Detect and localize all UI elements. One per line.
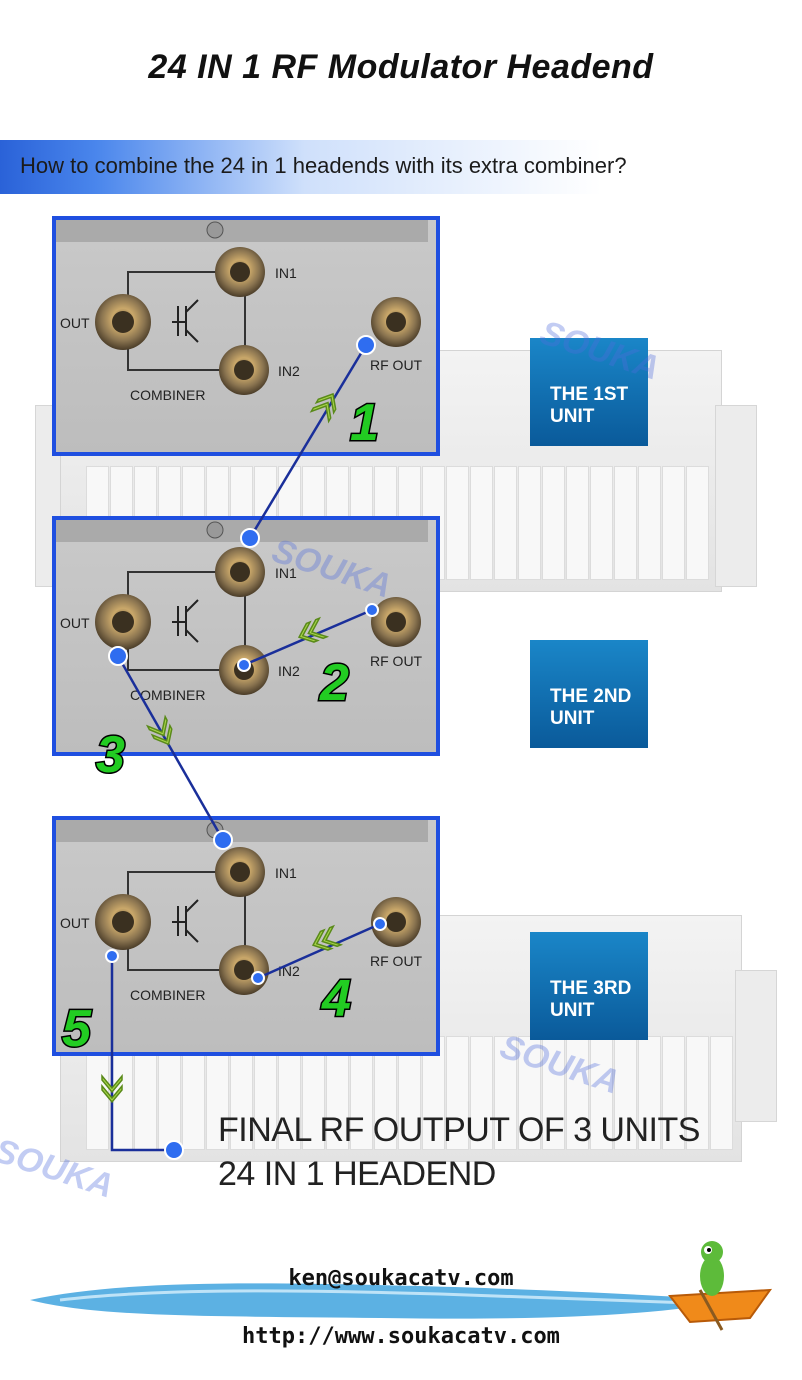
- endpoint-dot: [105, 949, 119, 963]
- rack-slot: [638, 466, 661, 580]
- rack-slot: [614, 466, 637, 580]
- rack-slot: [590, 466, 613, 580]
- endpoint-dot: [213, 830, 233, 850]
- combiner-schematic-lines: [127, 271, 246, 371]
- in1-label: IN1: [275, 265, 297, 281]
- rf-out-label: RF OUT: [370, 653, 423, 669]
- mascot-boat-icon: [668, 1241, 773, 1331]
- rack-slot: [566, 466, 589, 580]
- step-number-1: 1: [350, 394, 379, 452]
- endpoint-dot: [164, 1140, 184, 1160]
- step-number-5: 5: [62, 1000, 92, 1058]
- watermark-text: SOUKA: [0, 1131, 118, 1205]
- question-banner: How to combine the 24 in 1 headends with…: [0, 140, 802, 194]
- rack-slot: [518, 466, 541, 580]
- screw-icon: [206, 221, 224, 239]
- page-title: 24 IN 1 RF Modulator Headend: [148, 48, 654, 86]
- watermark-text: SOUKA: [496, 1027, 625, 1101]
- cable-step-1: [248, 344, 368, 539]
- endpoint-dot: [365, 603, 379, 617]
- combiner-label: COMBINER: [130, 687, 205, 703]
- rack-slot: [446, 466, 469, 580]
- rack-slot: [638, 1036, 661, 1150]
- rack-slot: [470, 466, 493, 580]
- panel-2-graphics: IN1 IN2 OUT RF OUT COMBINER: [56, 520, 428, 703]
- cable-endpoints: [105, 335, 387, 1160]
- chevron-arrow-icon: [311, 924, 344, 951]
- endpoint-dot: [237, 658, 251, 672]
- unit-badge-2: THE 2ND UNIT: [530, 640, 648, 748]
- contact-email: ken@soukacatv.com: [288, 1266, 514, 1291]
- panel-top-edge: [56, 220, 428, 242]
- combiner-symbol-icon: [172, 899, 199, 943]
- contact-website: http://www.soukacatv.com: [242, 1324, 560, 1349]
- endpoint-dot: [251, 971, 265, 985]
- in1-label: IN1: [275, 565, 297, 581]
- unit-badge-label: THE 1ST UNIT: [550, 384, 629, 427]
- combiner-symbol-icon: [172, 299, 199, 343]
- rf-out-label: RF OUT: [370, 357, 423, 373]
- endpoint-dot: [240, 528, 260, 548]
- in1-label: IN1: [275, 865, 297, 881]
- watermark-text: SOUKA: [268, 531, 397, 605]
- unit-badge-label: THE 3RD UNIT: [550, 978, 632, 1021]
- step-number-3: 3: [96, 726, 125, 784]
- step-number-2: 2: [319, 654, 349, 712]
- final-output-line2: 24 IN 1 HEADEND: [218, 1155, 496, 1193]
- in2-label: IN2: [278, 363, 300, 379]
- rack-ear-right: [715, 405, 757, 587]
- final-output-line1: FINAL RF OUTPUT OF 3 UNITS: [218, 1111, 700, 1149]
- in2-label: IN2: [278, 663, 300, 679]
- endpoint-dot: [356, 335, 376, 355]
- rack-slot: [686, 1036, 709, 1150]
- step-number-4: 4: [321, 970, 351, 1028]
- out-label: OUT: [60, 915, 90, 931]
- screw-icon: [206, 521, 224, 539]
- rack-slot: [662, 466, 685, 580]
- step-numbers: 1 2 3 4 5: [61, 393, 381, 1060]
- rack-slot: [494, 1036, 517, 1150]
- watermark-text: SOUKA: [536, 313, 665, 387]
- out-label: OUT: [60, 615, 90, 631]
- rf-out-label: RF OUT: [370, 953, 423, 969]
- cable-lines: [110, 344, 381, 1152]
- question-text: How to combine the 24 in 1 headends with…: [20, 153, 627, 178]
- endpoint-dot: [108, 646, 128, 666]
- rack-slot: [518, 1036, 541, 1150]
- panel-1-graphics: IN1 IN2 OUT RF OUT COMBINER: [56, 220, 428, 403]
- cable-step-3: [116, 655, 225, 841]
- combiner-label: COMBINER: [130, 387, 205, 403]
- unit-badge-3: THE 3RD UNIT: [530, 932, 648, 1040]
- rack-ear-right-lower: [735, 970, 777, 1122]
- rack-slot: [710, 1036, 733, 1150]
- chevron-arrow-icon: [297, 616, 330, 643]
- chevron-arrow-icon: [145, 714, 173, 746]
- chevron-arrow-icon: [101, 1073, 123, 1104]
- endpoint-dot: [373, 917, 387, 931]
- panel-3-graphics: IN1 IN2 OUT RF OUT COMBINER: [56, 820, 428, 1003]
- out-label: OUT: [60, 315, 90, 331]
- unit-badge-1: THE 1ST UNIT: [530, 338, 648, 446]
- final-output-caption: FINAL RF OUTPUT OF 3 UNITS 24 IN 1 HEADE…: [218, 1108, 700, 1196]
- unit-badge-label: THE 2ND UNIT: [550, 686, 632, 729]
- combiner-label: COMBINER: [130, 987, 205, 1003]
- combiner-symbol-icon: [172, 599, 199, 643]
- rack-slot: [686, 466, 709, 580]
- rack-slot: [662, 1036, 685, 1150]
- cable-step-4: [257, 922, 381, 980]
- chevron-arrow-icon: [309, 392, 337, 424]
- rack-slot: [494, 466, 517, 580]
- rack-slot: [542, 466, 565, 580]
- cable-step-5: [110, 956, 174, 1152]
- direction-arrows: [101, 392, 344, 1104]
- footer-wave: [30, 1283, 740, 1319]
- rack-slot: [446, 1036, 469, 1150]
- rack-slot: [470, 1036, 493, 1150]
